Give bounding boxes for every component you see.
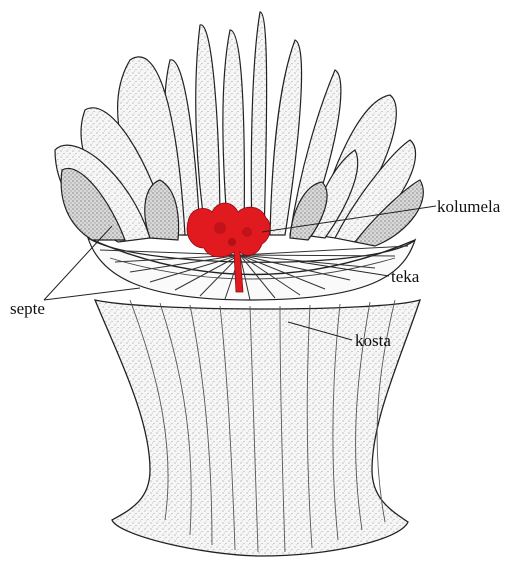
- leader-septe-2: [44, 288, 140, 300]
- label-septe: septe: [10, 300, 45, 317]
- leader-septe-1: [44, 226, 112, 300]
- label-kolumela: kolumela: [437, 198, 500, 215]
- label-teka: teka: [391, 268, 419, 285]
- label-kosta: kosta: [355, 332, 391, 349]
